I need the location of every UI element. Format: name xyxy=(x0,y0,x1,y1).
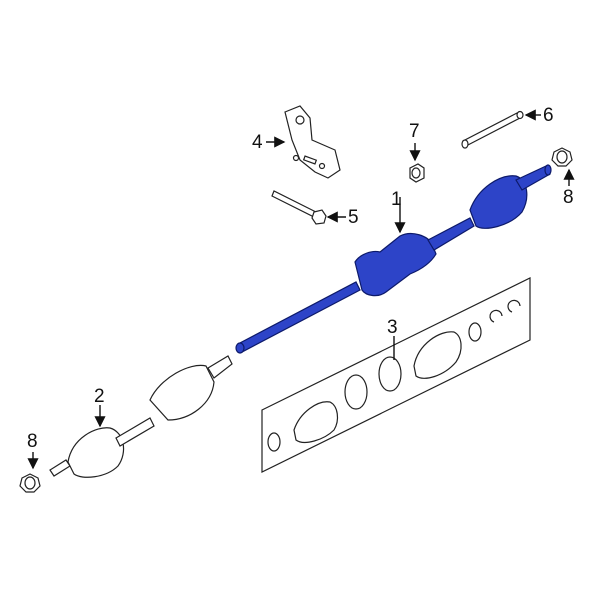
axle-shaft-assembly[interactable] xyxy=(49,355,233,478)
callout-2: 2 xyxy=(94,386,105,407)
callout-8-left: 8 xyxy=(27,431,38,452)
callout-5: 5 xyxy=(348,207,359,228)
axle-assembly-highlighted[interactable] xyxy=(235,164,552,354)
axle-nut-right[interactable] xyxy=(551,147,573,167)
nut[interactable] xyxy=(409,163,425,183)
bracket-bolt[interactable] xyxy=(271,190,327,225)
boot-kit[interactable] xyxy=(261,277,531,473)
callout-6: 6 xyxy=(543,105,554,126)
callout-1: 1 xyxy=(391,189,402,210)
callout-8-right: 8 xyxy=(563,187,574,208)
axle-nut-left[interactable] xyxy=(19,473,41,493)
callout-4: 4 xyxy=(252,132,263,153)
callout-3: 3 xyxy=(387,317,398,338)
support-bracket[interactable] xyxy=(284,105,341,179)
support-pin[interactable] xyxy=(461,110,524,149)
callout-7: 7 xyxy=(409,121,420,142)
